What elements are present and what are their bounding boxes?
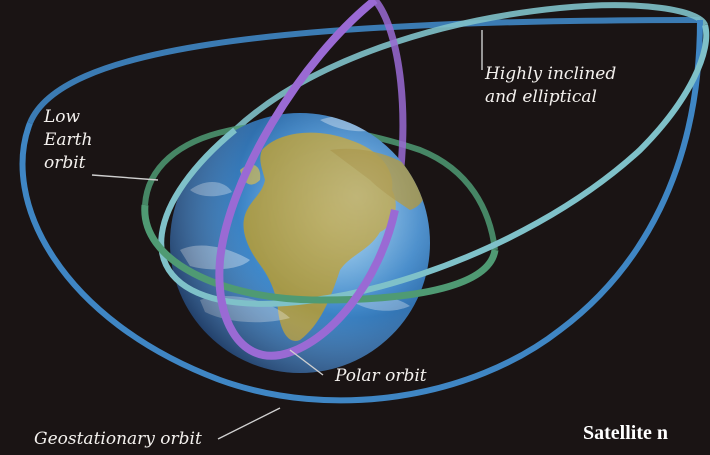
highly-inclined-orbit-label-line2: and elliptical: [485, 87, 597, 107]
geostationary-orbit-label: Geostationary orbit: [34, 429, 202, 449]
highly-inclined-orbit-label-line1: Highly inclined: [485, 64, 617, 84]
polar-orbit-ring: [215, 0, 399, 360]
leader-lines: [91, 30, 483, 440]
low-earth-orbit-label-line3: orbit: [44, 153, 86, 173]
low-earth-orbit-label: Low Earth orbit: [44, 106, 92, 175]
highly-inclined-orbit-label: Highly inclined and elliptical: [485, 63, 616, 109]
diagram-caption: Satellite n: [583, 422, 668, 444]
earth-globe: [170, 113, 430, 373]
low-earth-orbit-ring: [141, 204, 499, 304]
geostationary-orbit-ring: [19, 19, 703, 404]
low-earth-orbit-label-line1: Low: [44, 107, 81, 127]
highly-inclined-orbit-ring: [158, 24, 710, 307]
polar-orbit-label: Polar orbit: [335, 366, 427, 386]
low-earth-orbit-label-line2: Earth: [44, 130, 93, 150]
